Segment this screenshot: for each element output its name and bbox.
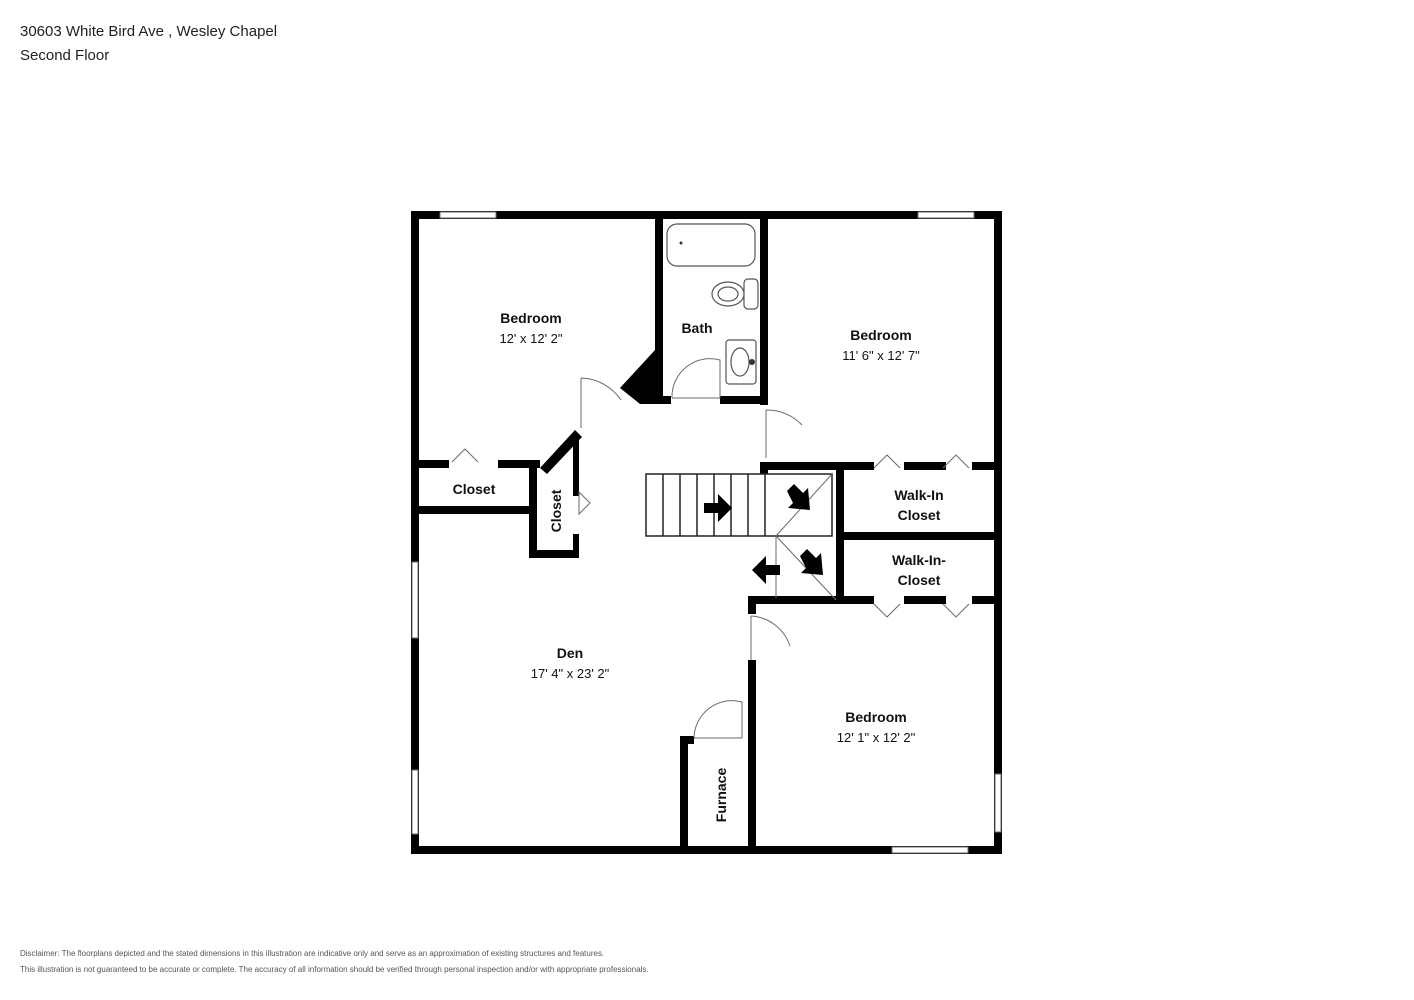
room-name-closet-v: Closet [548,489,564,532]
arrow-left-icon [752,556,780,584]
stair-arrows [704,484,823,584]
disclaimer-line-1: Disclaimer: The floorplans depicted and … [20,949,605,958]
toilet-icon [711,278,759,310]
room-dims-den: 17' 4" x 23' 2" [531,666,610,681]
bathtub-icon [666,223,756,267]
property-address: 30603 White Bird Ave , Wesley Chapel [20,23,278,40]
room-name-walkin-1-line1: Walk-In [894,487,943,503]
room-name-furnace: Furnace [713,768,729,823]
room-name-walkin-1-line2: Closet [898,507,941,523]
room-name-bedroom-ne: Bedroom [850,327,911,343]
arrow-down-right-icon [800,549,823,575]
windows [411,211,1002,854]
room-name-bedroom-se: Bedroom [845,709,906,725]
room-name-closet-w: Closet [453,481,496,497]
room-name-walkin-2-line2: Closet [898,572,941,588]
room-name-bedroom-nw: Bedroom [500,310,561,326]
arrow-right-icon [704,494,732,522]
arrow-down-right-icon [787,484,810,510]
room-dims-bedroom-ne: 11' 6" x 12' 7" [842,348,920,363]
room-dims-bedroom-nw: 12' x 12' 2" [499,331,562,346]
room-name-walkin-2-line1: Walk-In- [892,552,946,568]
bath-fixtures [666,223,759,385]
room-dims-bedroom-se: 12' 1" x 12' 2" [837,730,916,745]
floor-label: Second Floor [20,47,110,64]
room-labels: Bedroom 12' x 12' 2" Bath Bedroom 11' 6"… [453,310,947,822]
doors [451,358,970,739]
room-name-bath: Bath [681,320,712,336]
interior-walls [415,215,998,850]
disclaimer-line-2: This illustration is not guaranteed to b… [20,965,649,974]
sink-icon [725,339,757,385]
room-name-den: Den [557,645,583,661]
